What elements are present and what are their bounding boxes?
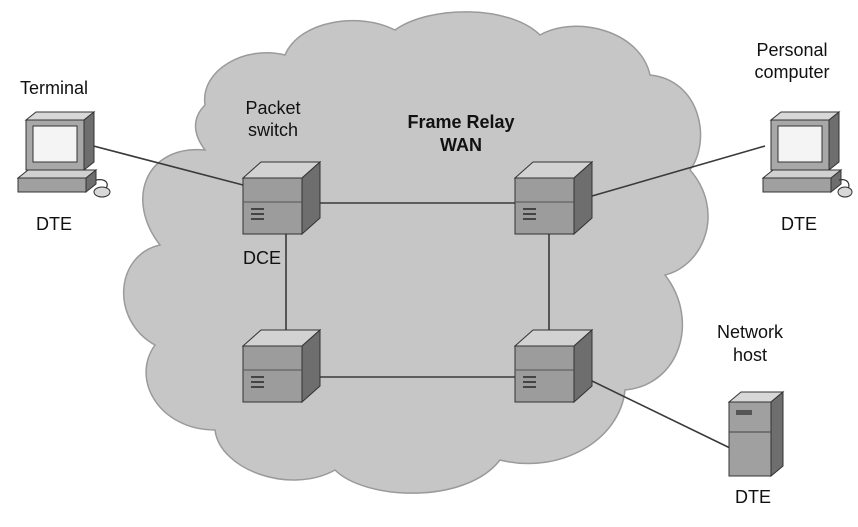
packet-switch-label-line1: Packet: [245, 98, 301, 118]
packet-switch-top-left: [241, 160, 322, 236]
link-terminal-switch: [81, 142, 244, 186]
pc-label-line1: Personal: [756, 40, 828, 60]
network-host-server-icon: [727, 390, 785, 478]
link-switch4-host: [589, 379, 731, 449]
cloud-label-line1: Frame Relay: [407, 112, 515, 132]
frame-relay-cloud: [122, 11, 709, 494]
pc-label-line2: computer: [754, 62, 830, 82]
terminal-label: Terminal: [20, 78, 89, 98]
host-label-line2: host: [732, 345, 768, 365]
terminal-dte-label: DTE: [36, 214, 72, 234]
dce-label: DCE: [243, 248, 282, 268]
cloud-label-line2: WAN: [440, 135, 482, 155]
terminal-computer-icon: [16, 110, 111, 198]
packet-switch-bottom-left: [241, 328, 322, 404]
pc-dte-label: DTE: [781, 214, 817, 234]
host-label-line1: Network: [716, 322, 783, 342]
packet-switch-top-right: [513, 160, 594, 236]
link-switch2-pc: [591, 145, 766, 197]
personal-computer-icon: [761, 110, 853, 198]
packet-switch-label-line2: switch: [247, 120, 298, 140]
host-dte-label: DTE: [735, 487, 771, 507]
packet-switch-bottom-right: [513, 328, 594, 404]
